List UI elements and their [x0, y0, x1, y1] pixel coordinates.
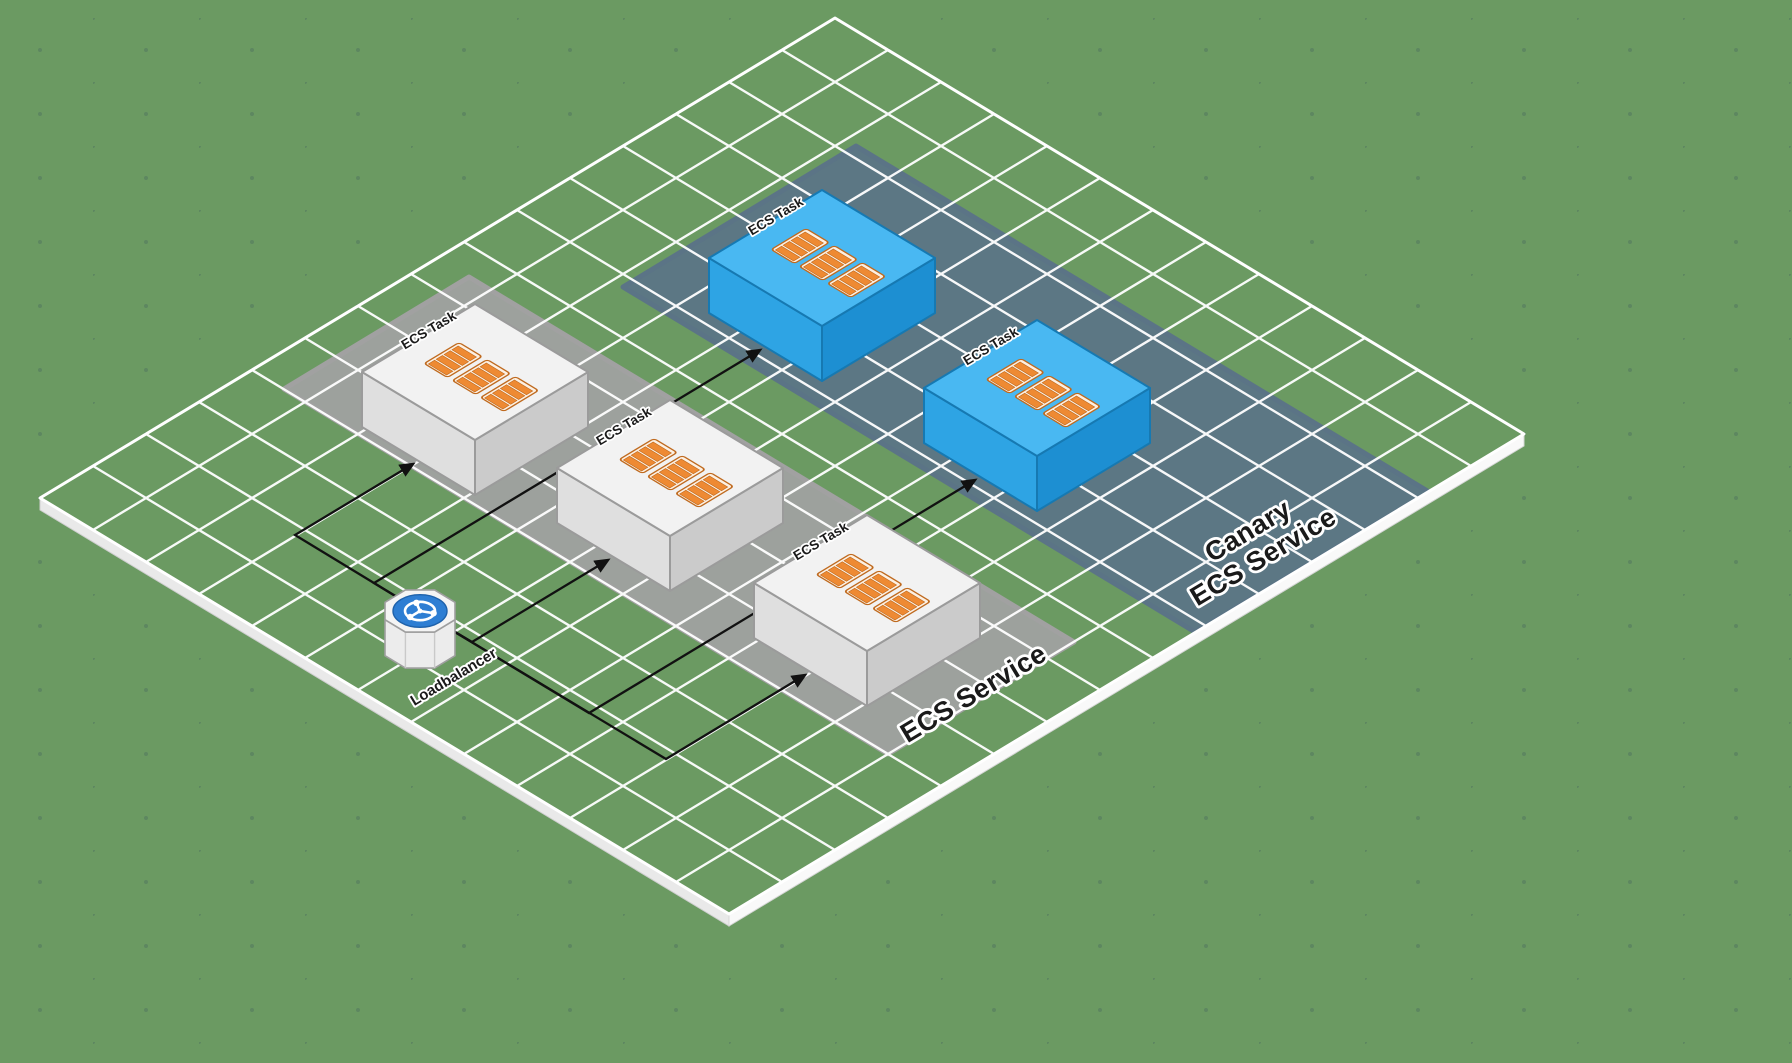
ecs-task-node-1[interactable]: ECS Task — [361, 303, 589, 496]
canary-ecs-task-node-1[interactable]: ECS Task — [708, 189, 936, 382]
container-stack-icon — [771, 228, 885, 298]
ecs-task-node-2[interactable]: ECS Task — [556, 399, 784, 592]
container-stack-icon — [424, 342, 538, 412]
canary-ecs-task-node-2[interactable]: ECS Task — [923, 319, 1151, 512]
platform-outline — [38, 16, 1526, 916]
share-nodes-icon — [403, 599, 437, 622]
container-stack-icon — [986, 358, 1100, 428]
container-stack-icon — [816, 553, 930, 623]
container-stack-icon — [619, 438, 733, 508]
ecs-task-node-3[interactable]: ECS Task — [753, 514, 981, 707]
